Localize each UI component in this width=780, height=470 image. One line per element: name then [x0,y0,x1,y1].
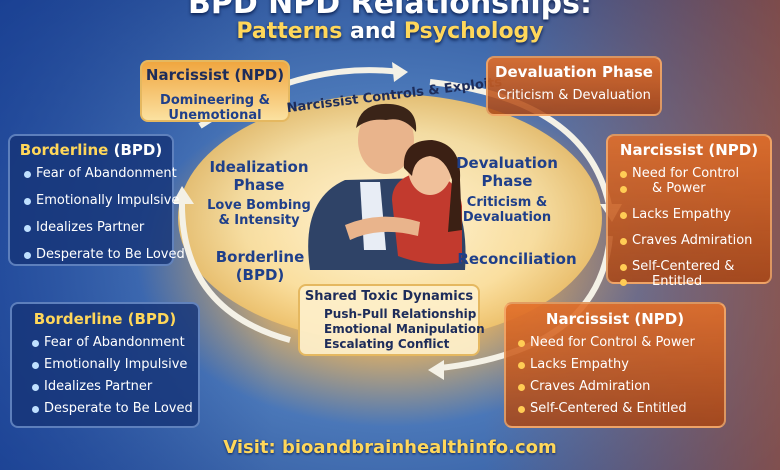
npd-box-line-2: Unemotional [168,108,262,123]
devaluation-title: Devaluation Phase [452,154,562,190]
list-item: Fear of Abandonment [22,167,177,180]
idealization-desc-line-1: Love Bombing [207,198,311,213]
list-item-continued: Entitled [618,275,770,288]
list-item-continued: & Power [618,182,770,195]
list-item: Escalating Conflict [324,337,450,351]
borderline-ring-line-1: Borderline [215,248,305,266]
devaluation-title-line-1: Devaluation [456,154,558,172]
npd-box-line-1: Domineering & [160,93,270,108]
list-item: Desperate to Be Loved [30,402,198,415]
idealization-title: Idealization Phase [204,158,314,194]
devaluation-desc-line-1: Criticism & [466,195,548,210]
cycle-arc-top-right [429,79,613,211]
npd-box-header: Narcissist (NPD) [145,66,285,84]
list-item: Idealizes Partner [22,221,172,234]
borderline-ring-line-2: (BPD) [235,266,285,284]
list-item: Self-Centered & Entitled [516,402,724,415]
devaluation-desc: Criticism & Devaluation [452,195,562,225]
list-item: Emotionally Impulsive [30,358,198,371]
list-item: Need for Control [618,167,770,180]
list-item: Idealizes Partner [30,380,198,393]
list-item: Craves Admiration [516,380,724,393]
bpd-traits-box-lower: Borderline (BPD) Fear of Abandonment Emo… [10,302,200,428]
title-psychology: Psychology [403,19,544,44]
list-item: Desperate to Be Loved [22,248,185,261]
devaluation-phase-box: Devaluation Phase Criticism & Devaluatio… [486,56,662,116]
title-and: and [349,19,397,44]
list-item: Self-Centered & [618,260,770,273]
list-item: Lacks Empathy [618,208,770,221]
bpd-upper-list: Fear of Abandonment Emotionally Impulsiv… [22,167,185,261]
list-item: Emotional Manipulation [324,322,485,336]
list-item: Emotionally Impulsive [22,194,179,207]
devaluation-desc-line-2: Devaluation [462,210,552,225]
arrowhead-bottom-icon [428,360,444,380]
list-item: Push-Pull Relationship [324,307,477,321]
bpd-upper-header: Borderline (BPD) [10,141,172,159]
title-line-1: BPD NPD Relationships: [187,0,593,21]
shared-dynamics-box: Shared Toxic Dynamics Push-Pull Relation… [298,284,485,356]
devaluation-box-text: Criticism & Devaluation [497,88,651,103]
bpd-lower-header: Borderline (BPD) [33,310,177,328]
shared-dynamics-list: Push-Pull Relationship Emotional Manipul… [310,307,485,351]
title-patterns: Patterns [236,19,343,44]
cycle-arc-bottom-left [178,199,291,343]
devaluation-title-line-2: Phase [481,172,533,190]
bpd-lower-list: Fear of Abandonment Emotionally Impulsiv… [30,336,198,415]
reconciliation-label: Reconciliation [457,250,577,268]
list-item: Need for Control & Power [516,336,724,349]
npd-traits-box-lower: Narcissist (NPD) Need for Control & Powe… [504,302,726,428]
npd-lower-header: Narcissist (NPD) [545,310,685,328]
couple-illustration [308,103,466,270]
devaluation-box-header: Devaluation Phase [495,63,653,81]
npd-upper-list: Need for Control & Power Lacks Empathy C… [618,167,770,288]
idealization-desc-line-2: & Intensity [218,213,300,228]
shared-dynamics-header: Shared Toxic Dynamics [304,289,474,304]
npd-lower-list: Need for Control & Power Lacks Empathy C… [516,336,724,415]
npd-upper-header: Narcissist (NPD) [619,141,759,159]
list-item: Lacks Empathy [516,358,724,371]
list-item: Craves Admiration [618,234,770,247]
bpd-upper-header-b: (BPD) [113,141,163,159]
idealization-desc: Love Bombing & Intensity [194,198,324,228]
idealization-title-line-2: Phase [233,176,285,194]
list-item: Fear of Abandonment [30,336,198,349]
borderline-ring-label: Borderline (BPD) [210,248,310,284]
title-line-2: Patterns and Psychology [0,19,780,44]
bpd-traits-box-upper: Borderline (BPD) Fear of Abandonment Emo… [8,134,185,266]
idealization-title-line-1: Idealization [209,158,309,176]
bpd-upper-header-a: Borderline [19,141,109,159]
footer-website: Visit: bioandbrainhealthinfo.com [223,437,557,458]
npd-traits-box-top: Narcissist (NPD) Domineering & Unemotion… [140,60,290,123]
arrowhead-top-icon [392,62,408,82]
arrowhead-left-icon [172,186,194,204]
npd-traits-box-upper: Narcissist (NPD) Need for Control & Powe… [606,134,772,288]
